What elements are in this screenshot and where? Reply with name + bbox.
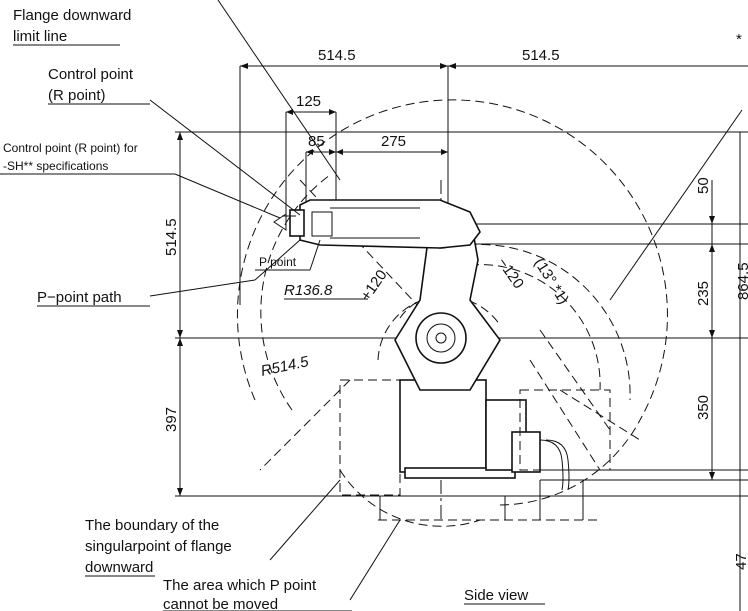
left-dimensions	[177, 132, 183, 496]
dim-radius-136-8: R136.8	[284, 282, 333, 299]
label-flange-limit-line-2: limit line	[13, 28, 67, 45]
label-control-point-1: Control point	[48, 66, 134, 83]
robot-arm-2	[273, 199, 481, 249]
label-p-point-path: P−point path	[37, 289, 122, 306]
robot-base	[339, 379, 611, 521]
label-p-point: P point	[259, 255, 297, 269]
dim-angle-plus-120: +120	[357, 267, 390, 304]
label-control-point-sh-1: Control point (R point) for	[3, 141, 138, 155]
label-boundary-1: The boundary of the	[85, 517, 219, 534]
annotation-labels: Flange downward limit line Control point…	[3, 7, 742, 611]
label-star-note: *	[736, 31, 742, 48]
label-area-2: cannot be moved	[163, 596, 278, 611]
label-flange-limit-line-1: Flange downward	[13, 7, 131, 24]
dim-right-864-5: 864.5	[735, 262, 748, 300]
dim-right-47: 47	[733, 553, 748, 570]
dim-left-397: 397	[163, 407, 180, 432]
label-boundary-2: singularpoint of flange	[85, 538, 232, 555]
dim-right-350: 350	[695, 395, 712, 420]
dim-right-50: 50	[695, 177, 712, 194]
dim-left-514-5: 514.5	[163, 218, 180, 256]
label-boundary-3: downward	[85, 559, 153, 576]
right-dimensions	[540, 132, 748, 611]
dim-125: 125	[296, 93, 321, 110]
label-area-1: The area which P point	[163, 577, 317, 594]
dim-top-right-514-5: 514.5	[522, 47, 560, 64]
dim-angle-minus-120: −120	[494, 255, 527, 292]
dim-275: 275	[381, 133, 406, 150]
dim-85: 85	[308, 133, 325, 150]
leader-lines	[0, 0, 743, 601]
dim-right-235: 235	[695, 281, 712, 306]
label-side-view: Side view	[464, 587, 528, 604]
label-control-point-sh-2: -SH** specifications	[3, 159, 108, 173]
dim-top-left-514-5: 514.5	[318, 47, 356, 64]
label-control-point-2: (R point)	[48, 87, 106, 104]
